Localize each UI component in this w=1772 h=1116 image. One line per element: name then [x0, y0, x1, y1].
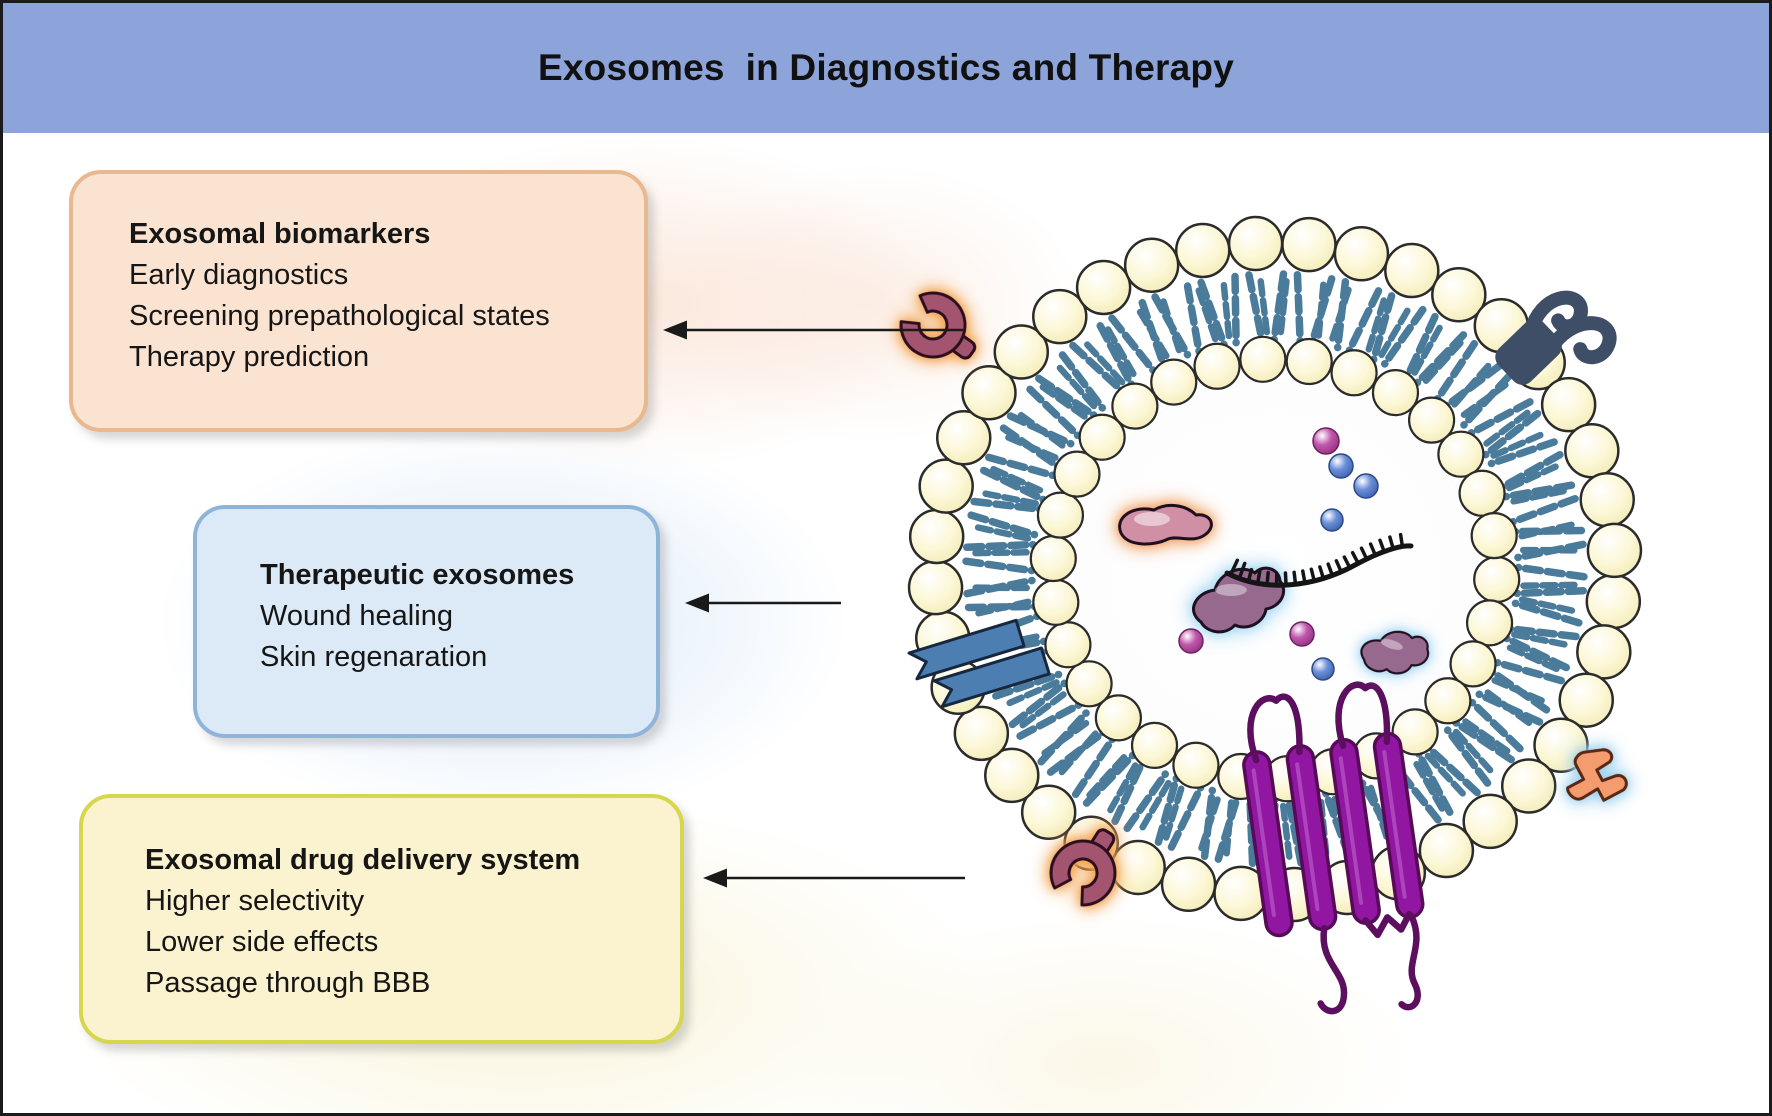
- therapeutic-item: Skin regenaration: [260, 641, 488, 673]
- therapeutic-heading: Therapeutic exosomes: [260, 559, 575, 591]
- biomarkers-item: Early diagnostics: [129, 259, 349, 291]
- therapeutic-item: Wound healing: [260, 600, 453, 632]
- drug-delivery-box: Exosomal drug delivery system Higher sel…: [79, 794, 684, 1044]
- biomarkers-item: Screening prepathological states: [129, 300, 550, 332]
- biomarkers-box: Exosomal biomarkers Early diagnostics Sc…: [69, 170, 648, 432]
- biomarkers-item: Therapy prediction: [129, 341, 370, 373]
- drug-delivery-item: Higher selectivity: [145, 885, 365, 917]
- title-bar: Exosomes in Diagnostics and Therapy: [3, 3, 1769, 133]
- therapeutic-box: Therapeutic exosomes Wound healing Skin …: [193, 505, 660, 738]
- drug-delivery-item: Passage through BBB: [145, 967, 431, 999]
- figure-title: Exosomes in Diagnostics and Therapy: [538, 47, 1234, 88]
- drug-delivery-heading: Exosomal drug delivery system: [145, 844, 581, 876]
- biomarkers-heading: Exosomal biomarkers: [129, 218, 431, 250]
- drug-delivery-item: Lower side effects: [145, 926, 379, 958]
